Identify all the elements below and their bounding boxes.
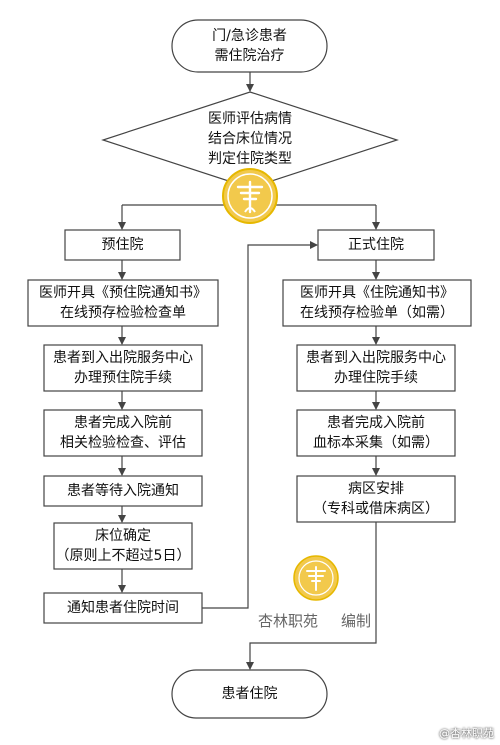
pre-step-1-box <box>27 279 219 327</box>
xinglin-logo-icon <box>222 168 278 224</box>
formal-step-3-box <box>296 409 456 457</box>
pre-step-2-box <box>43 344 203 392</box>
decision-label: 医师评估病情 结合床位情况 判定住院类型 <box>208 111 292 167</box>
formal-title-label: 正式住院 <box>348 237 404 253</box>
pre-step-5-label: 床位确定 （原则上不超过5日） <box>55 528 191 564</box>
formal-title-box <box>317 229 435 261</box>
formal-step-4-label: 病区安排 （专科或借床病区） <box>313 481 439 517</box>
pre-title-label: 预住院 <box>101 237 144 253</box>
formal-step-1-box <box>282 279 472 327</box>
watermark: @杏林职苑 <box>439 727 494 740</box>
pre-step-2-label: 患者到入出院服务中心 办理预住院手续 <box>53 350 193 386</box>
xinglin-small-logo-icon <box>293 555 339 601</box>
formal-step-1-label: 医师开具《住院通知书》 在线预存检验单（如需） <box>300 285 454 321</box>
formal-step-4-box <box>296 475 456 523</box>
pre-step-3-box <box>43 409 203 457</box>
end-terminal <box>171 669 328 719</box>
credit-action: 编制 <box>341 612 372 630</box>
pre-step-4-box <box>43 475 203 507</box>
end-label: 患者住院 <box>221 686 278 702</box>
formal-step-2-label: 患者到入出院服务中心 办理住院手续 <box>306 350 446 386</box>
formal-step-3-label: 患者完成入院前 血标本采集（如需） <box>313 415 439 451</box>
credit-org: 杏林职苑 <box>258 612 319 630</box>
connector-formal-to-end <box>246 522 377 670</box>
connector-pre-to-formal <box>202 241 318 609</box>
pre-step-5-box <box>53 522 193 570</box>
formal-step-2-box <box>296 344 456 392</box>
pre-step-6-box <box>43 592 203 624</box>
pre-step-6-label: 通知患者住院时间 <box>67 600 179 616</box>
pre-step-3-label: 患者完成入院前 相关检验检查、评估 <box>60 415 186 451</box>
pre-step-1-label: 医师开具《预住院通知书》 在线预存检验检查单 <box>39 285 207 321</box>
pre-step-4-label: 患者等待入院通知 <box>67 483 179 499</box>
start-label: 门/急诊患者 需住院治疗 <box>212 28 287 64</box>
